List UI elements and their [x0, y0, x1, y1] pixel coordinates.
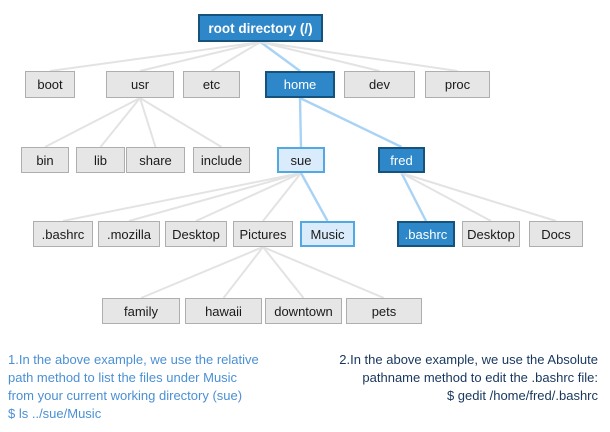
tree-edge-root-etc	[210, 41, 262, 72]
tree-edge-root-proc	[260, 41, 458, 72]
tree-node-bashrc-sue: .bashrc	[33, 221, 93, 247]
tree-edge-usr-share	[139, 97, 157, 148]
tree-edge-fred-desktop-fred	[401, 172, 492, 222]
tree-edge-usr-lib	[99, 97, 141, 148]
tree-node-etc: etc	[183, 71, 240, 98]
tree-edge-root-boot	[49, 41, 261, 72]
tree-edge-pictures-downtown	[262, 246, 305, 299]
tree-node-hawaii: hawaii	[185, 298, 262, 324]
tree-node-fred: fred	[378, 147, 425, 173]
tree-node-sue: sue	[277, 147, 325, 173]
tree-node-desktop-fred: Desktop	[462, 221, 520, 247]
tree-edge-root-usr	[139, 41, 261, 72]
tree-node-family: family	[102, 298, 180, 324]
tree-edge-fred-docs	[401, 172, 557, 222]
tree-edge-sue-mozilla	[128, 172, 302, 222]
tree-node-include: include	[193, 147, 250, 173]
tree-node-bin: bin	[21, 147, 69, 173]
tree-node-desktop-sue: Desktop	[165, 221, 227, 247]
tree-node-share: share	[126, 147, 185, 173]
tree-edge-usr-include	[139, 97, 223, 148]
tree-edge-pictures-hawaii	[222, 246, 264, 299]
tree-edge-fred-bashrc-fred	[400, 172, 428, 222]
tree-edge-home-sue	[298, 97, 303, 148]
tree-node-usr: usr	[106, 71, 174, 98]
tree-node-pets: pets	[346, 298, 422, 324]
tree-node-docs: Docs	[529, 221, 583, 247]
tree-node-bashrc-fred: .bashrc	[397, 221, 455, 247]
tree-edge-home-fred	[299, 96, 403, 149]
tree-node-dev: dev	[344, 71, 415, 98]
tree-edge-sue-bashrc-sue	[62, 172, 302, 222]
note-absolute-path: 2.In the above example, we use the Absol…	[339, 352, 598, 403]
tree-edge-sue-music	[299, 172, 329, 222]
tree-node-downtown: downtown	[265, 298, 342, 324]
tree-edge-sue-desktop-sue	[195, 172, 302, 222]
tree-edge-root-home	[259, 41, 301, 72]
tree-node-boot: boot	[25, 71, 75, 98]
tree-node-home: home	[265, 71, 335, 98]
tree-node-lib: lib	[76, 147, 125, 173]
tree-edge-usr-bin	[44, 97, 141, 148]
tree-node-root: root directory (/)	[198, 14, 323, 42]
tree-node-music: Music	[300, 221, 355, 247]
tree-node-mozilla: .mozilla	[98, 221, 160, 247]
tree-edge-root-dev	[260, 41, 380, 72]
tree-edge-pictures-pets	[262, 246, 385, 299]
tree-edge-pictures-family	[140, 246, 264, 299]
tree-node-pictures: Pictures	[233, 221, 293, 247]
tree-node-proc: proc	[425, 71, 490, 98]
note-relative-path: 1.In the above example, we use the relat…	[8, 352, 259, 421]
tree-edge-sue-pictures	[262, 172, 302, 222]
